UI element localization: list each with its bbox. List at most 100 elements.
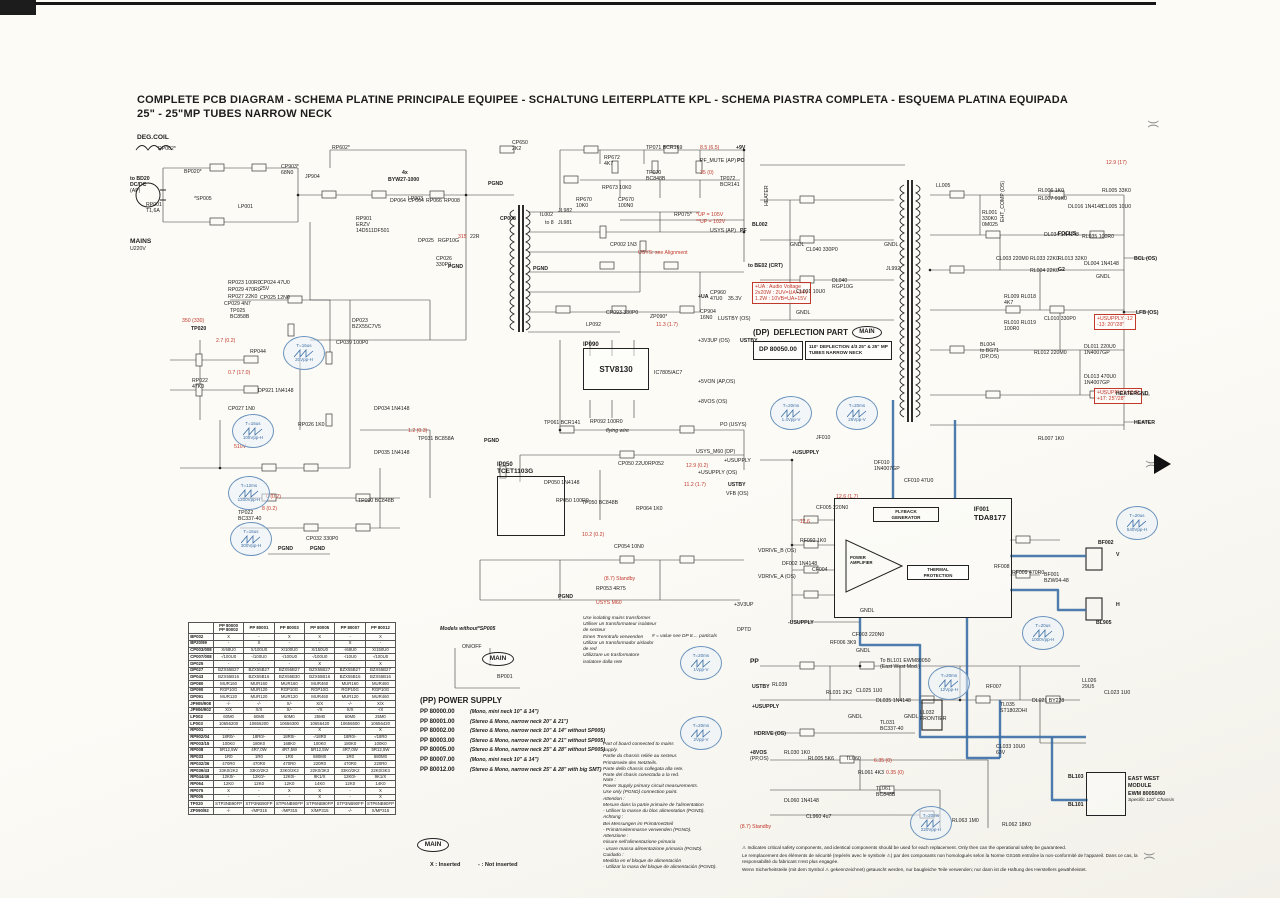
schematic-label: USYS M60	[596, 600, 622, 606]
schematic-label: RF092 1K0	[800, 538, 827, 544]
table-cell: BZX55B16	[304, 673, 336, 681]
schematic-label: TP022	[238, 510, 254, 516]
waveform-timebase: T=16us	[296, 342, 312, 348]
note-line: Parte dello chassis collegata alla rete.	[603, 766, 684, 772]
table-cell: -/100U0	[212, 653, 245, 661]
table-cell: RGP10G	[273, 686, 306, 695]
waveform-timebase: T=20ms	[940, 672, 958, 678]
table-row: RP001---X-X	[188, 726, 397, 735]
schematic-label: FOCUS	[1058, 231, 1077, 237]
oscilloscope-waveform-annotation: T=20ms 12Vpp-H	[928, 666, 970, 700]
table-cell: 12K0	[212, 780, 245, 788]
schematic-label: DL004 1N4148	[1084, 261, 1119, 267]
schematic-label: ERZV	[356, 222, 370, 228]
waveform-timebase: T=20ms	[922, 812, 940, 818]
schematic-label: 1N4007GP	[1084, 350, 1110, 356]
table-cell: -/68U0	[334, 646, 366, 655]
schematic-label: DL060 1N4148	[784, 798, 819, 804]
table-cell: 100K0	[212, 740, 245, 748]
schematic-label: HEATER	[764, 185, 770, 206]
table-cell: X	[212, 633, 245, 641]
table-cell: X	[304, 659, 336, 668]
schematic-label: USYS_M60 (DP)	[696, 449, 736, 455]
table-cell: 470R0	[334, 760, 366, 768]
table-cell: 100K0	[364, 740, 397, 748]
table-cell: X/-	[273, 700, 306, 708]
waveform-trace-icon	[239, 488, 259, 498]
table-cell: -	[273, 793, 306, 802]
table-cell: 220R0	[364, 760, 397, 768]
schematic-label: MAINS	[130, 238, 152, 245]
waveform-amplitude: 12Vpp-H	[940, 686, 958, 692]
schematic-label: VDRIVE_B (OS)	[758, 548, 797, 554]
schematic-label: RP023 100R0	[228, 280, 261, 286]
schematic-label: 4K7	[1004, 300, 1014, 306]
schematic-label: RL009 RL018	[1004, 294, 1037, 300]
schematic-label: RL012 220M0	[1034, 350, 1067, 356]
table-cell: X/X	[334, 706, 366, 715]
schematic-label: 12.6 (1.7)	[836, 494, 859, 500]
table-cell: -	[243, 787, 275, 795]
schematic-label: JL982	[558, 208, 573, 214]
note-line: Part of board connected to mains	[603, 742, 674, 747]
note-line: supply.	[603, 748, 618, 754]
schematic-label: DPTD	[737, 627, 752, 633]
schematic-label: CF005 220N0	[816, 505, 849, 511]
ew-line2: MODULE	[1128, 783, 1152, 790]
ps-model: PP 80005.00	[420, 747, 455, 754]
schematic-label: PGND	[278, 546, 293, 552]
schematic-label: CP093 330P0	[606, 310, 639, 316]
table-cell: X/X	[212, 706, 245, 715]
schematic-label: FRONTIER	[920, 716, 947, 722]
table-cell: X	[364, 633, 397, 641]
table-cell: -	[243, 793, 275, 802]
schematic-label: BF002	[1098, 540, 1114, 546]
ps-model: PP 80012.00	[420, 766, 455, 773]
table-cell: ZP090/92	[188, 807, 214, 815]
schematic-label: RP673 10K0	[602, 185, 632, 191]
schematic-label: HEATERGND	[1116, 391, 1149, 397]
table-cell: MUR460	[364, 693, 397, 702]
schematic-label: H	[1116, 602, 1120, 608]
table-cell: 12K0	[273, 780, 306, 788]
table-cell: LP003	[188, 720, 214, 728]
safety-warning: ⚠ Indicates critical safety components, …	[742, 845, 1156, 875]
table-cell: BZX55B16	[212, 673, 245, 681]
table-column-header: PP 80000 PP 80002	[212, 621, 245, 635]
schematic-label: 2.7 (0.2)	[216, 338, 236, 344]
waveform-timebase: T=20ms	[692, 652, 710, 658]
schematic-label: BP020*	[184, 169, 202, 175]
schematic-label: GNDL	[790, 242, 805, 248]
table-cell: 470R0	[273, 760, 306, 768]
table-cell: 14K0	[304, 780, 336, 788]
table-cell: 180K0	[334, 740, 366, 748]
schematic-label: TL060	[846, 756, 861, 762]
waveform-trace-icon	[691, 728, 711, 738]
table-cell: 12K0/-	[273, 773, 306, 782]
schematic-label: RF008	[994, 564, 1010, 570]
schematic-label: ST1802DHI	[1000, 708, 1028, 714]
table-cell: X	[364, 793, 397, 802]
table-cell: CP007/008	[188, 653, 214, 661]
table-column-header: PP 80012	[364, 621, 397, 635]
table-cell: X	[334, 639, 366, 648]
schematic-label: BC858B	[230, 314, 250, 320]
table-cell: 680M0	[364, 753, 397, 762]
table-cell: 9K1/X	[304, 773, 336, 782]
note-line: Use isolating mains transformer	[583, 616, 651, 621]
schematic-label: JP904	[305, 174, 320, 180]
table-cell: DP090	[188, 686, 214, 695]
table-column-header: PP 80003	[273, 621, 306, 635]
note-line: Note :	[603, 778, 616, 783]
schematic-label: 330K0	[982, 216, 998, 222]
schematic-label: CP903*	[281, 164, 299, 170]
table-cell: LP002	[188, 713, 214, 722]
schematic-label: T1,6A	[146, 208, 160, 214]
schematic-label: BCR141	[720, 182, 740, 188]
schematic-label: RP022	[192, 378, 208, 384]
note-line: Parte del chasis conectada a la red.	[603, 773, 680, 779]
schematic-label: 22R	[470, 234, 480, 240]
table-cell: 60M0	[334, 713, 366, 722]
schematic-label: 47U0	[710, 296, 723, 302]
